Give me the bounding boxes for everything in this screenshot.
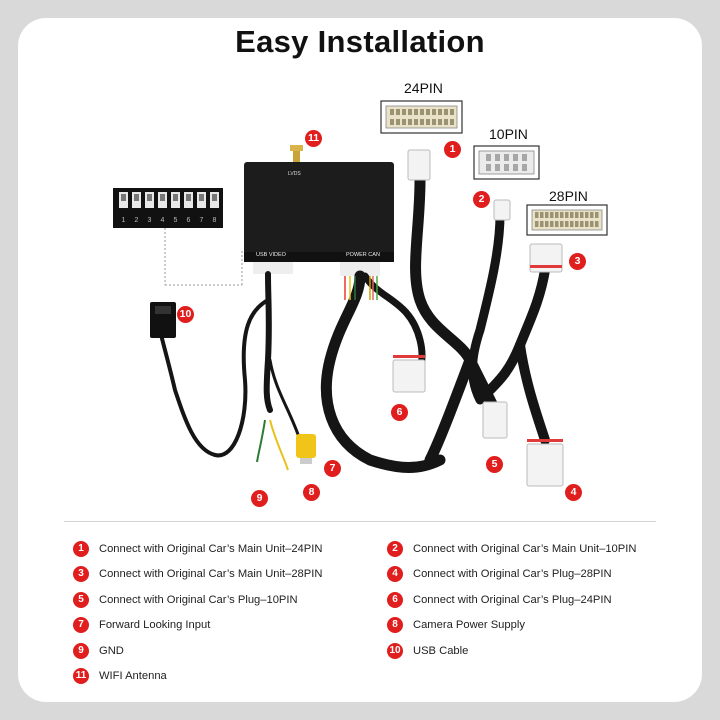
pin-label-28: 28PIN [549, 188, 588, 204]
page-title: Easy Installation [235, 24, 485, 59]
dip-number: 4 [161, 217, 165, 224]
dip-number: 7 [200, 217, 204, 224]
callout-badge: 5 [486, 456, 503, 473]
content-card [18, 18, 702, 702]
dip-switch: 1 2 3 4 5 6 7 8 [113, 188, 223, 228]
colored-wires [256, 276, 378, 471]
rca-connector [296, 434, 316, 464]
callout-badge: 8 [303, 484, 320, 501]
legend-number: 7 [73, 617, 89, 633]
legend-number: 6 [387, 592, 403, 608]
legend-text: Connect with Original Car’s Main Unit–10… [413, 543, 637, 555]
legend-item: 4 Connect with Original Car’s Plug–28PIN [387, 565, 612, 583]
usb-video-label: USB VIDEO [256, 252, 287, 258]
wifi-antenna-connector [290, 145, 303, 164]
legend-item: 5 Connect with Original Car’s Plug–10PIN [73, 591, 298, 609]
callout-badge: 7 [324, 460, 341, 477]
legend-number: 9 [73, 643, 89, 659]
usb-plug [150, 302, 176, 338]
pin-face-24 [380, 100, 463, 134]
dip-number: 5 [174, 217, 178, 224]
legend-text: Connect with Original Car’s Plug–28PIN [413, 568, 612, 580]
callout-badge: 9 [251, 490, 268, 507]
legend-item: 8 Camera Power Supply [387, 616, 525, 634]
legend-number: 4 [387, 566, 403, 582]
callout-badge: 3 [569, 253, 586, 270]
dip-number: 6 [187, 217, 191, 224]
pin-label-10: 10PIN [489, 126, 528, 142]
dip-switch-guides [164, 228, 243, 286]
legend-number: 11 [73, 668, 89, 684]
legend-text: Connect with Original Car’s Plug–24PIN [413, 594, 612, 606]
connector-pins [393, 265, 563, 442]
legend-text: Forward Looking Input [99, 619, 211, 631]
power-can-label: POWER CAN [346, 252, 380, 258]
legend-text: Connect with Original Car’s Main Unit–28… [99, 568, 323, 580]
legend-item: 11 WIFI Antenna [73, 667, 167, 685]
callout-badge: 2 [473, 191, 490, 208]
dip-number: 8 [213, 217, 217, 224]
legend-number: 5 [73, 592, 89, 608]
legend-item: 1 Connect with Original Car’s Main Unit–… [73, 540, 322, 558]
legend-number: 8 [387, 617, 403, 633]
legend-item: 9 GND [73, 642, 124, 660]
legend-text: Connect with Original Car’s Main Unit–24… [99, 543, 323, 555]
legend-number: 10 [387, 643, 403, 659]
pin-label-24: 24PIN [404, 80, 443, 96]
callout-badge: 10 [177, 306, 194, 323]
legend-number: 1 [73, 541, 89, 557]
interface-box: LVDS USB VIDEO POWER CAN [244, 162, 394, 262]
pin-face-10 [473, 145, 540, 180]
legend-number: 2 [387, 541, 403, 557]
pin-face-28 [526, 204, 608, 236]
legend-text: USB Cable [413, 645, 469, 657]
dip-number: 1 [122, 217, 126, 224]
legend-item: 3 Connect with Original Car’s Main Unit–… [73, 565, 322, 583]
legend-text: Connect with Original Car’s Plug–10PIN [99, 594, 298, 606]
callout-badge: 6 [391, 404, 408, 421]
dip-number: 3 [148, 217, 152, 224]
legend-item: 10 USB Cable [387, 642, 468, 660]
legend-text: Camera Power Supply [413, 619, 525, 631]
legend-text: WIFI Antenna [99, 670, 167, 682]
callout-badge: 4 [565, 484, 582, 501]
callout-badge: 11 [305, 130, 322, 147]
legend-item: 7 Forward Looking Input [73, 616, 210, 634]
callout-badge: 1 [444, 141, 461, 158]
legend-text: GND [99, 645, 124, 657]
legend-item: 6 Connect with Original Car’s Plug–24PIN [387, 591, 612, 609]
legend-item: 2 Connect with Original Car’s Main Unit–… [387, 540, 636, 558]
box-top-label: LVDS [288, 171, 301, 177]
wiring-diagram: 1 2 3 4 5 6 7 8 LVDS USB VIDEO POWER CAN [113, 100, 608, 487]
dip-number: 2 [135, 217, 139, 224]
legend-divider [64, 521, 656, 522]
box-bottom-connectors [253, 262, 380, 276]
legend-number: 3 [73, 566, 89, 582]
cable-harness [158, 174, 550, 473]
